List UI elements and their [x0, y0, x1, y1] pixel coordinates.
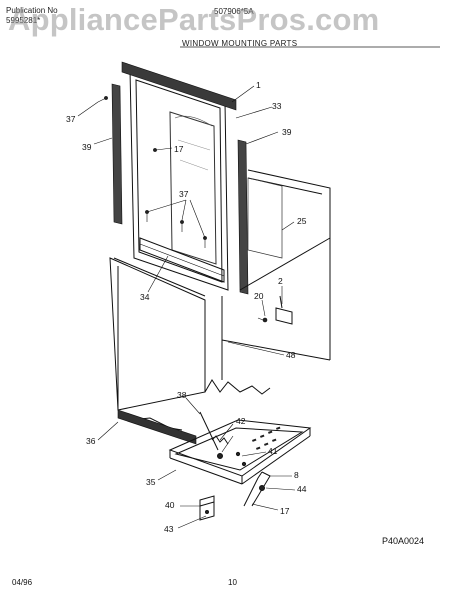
- callout-43: 43: [164, 524, 174, 534]
- diagram-code: P40A0024: [382, 536, 425, 546]
- callout-25: 25: [297, 216, 307, 226]
- callout-34: 34: [140, 292, 150, 302]
- callout-17-bottom: 17: [280, 506, 290, 516]
- cabinet-body: [109, 169, 331, 431]
- side-panel-25: [247, 177, 283, 259]
- screws-37: [97, 96, 207, 248]
- callout-44: 44: [297, 484, 307, 494]
- publication-number: 5995281*: [6, 16, 41, 25]
- screw-20: [257, 317, 268, 323]
- callout-39-right: 39: [282, 127, 292, 137]
- leader-lines: [77, 85, 296, 529]
- bracket-40: [199, 495, 215, 521]
- left-gasket-39: [111, 83, 123, 225]
- callout-37-mid: 37: [179, 189, 189, 199]
- callout-37-top: 37: [66, 114, 76, 124]
- callout-41: 41: [268, 446, 278, 456]
- base-slots: [252, 426, 281, 450]
- rod-38: [199, 411, 229, 459]
- right-gasket-39: [237, 139, 249, 295]
- top-gasket-1: [121, 61, 237, 111]
- bracket-2: [275, 295, 293, 325]
- window-frame-33: [129, 69, 229, 291]
- callout-17-top: 17: [174, 144, 184, 154]
- bottom-gasket-36: [117, 409, 197, 445]
- callout-36: 36: [86, 436, 96, 446]
- callout-8: 8: [294, 470, 299, 480]
- footer-date: 04/96: [12, 578, 33, 587]
- callout-1: 1: [256, 80, 261, 90]
- section-title: WINDOW MOUNTING PARTS: [182, 39, 298, 48]
- publication-label: Publication No: [6, 6, 58, 15]
- callout-38: 38: [177, 390, 187, 400]
- callout-20: 20: [254, 291, 264, 301]
- footer-page: 10: [228, 578, 237, 587]
- callout-2: 2: [278, 276, 283, 286]
- callout-40: 40: [165, 500, 175, 510]
- lower-rail-34: [139, 237, 225, 283]
- model-number: 507906*5A: [214, 7, 254, 16]
- callout-42: 42: [236, 416, 246, 426]
- bracket-8: [243, 471, 271, 507]
- callout-48: 48: [286, 350, 296, 360]
- callout-39-left: 39: [82, 142, 92, 152]
- callout-35: 35: [146, 477, 156, 487]
- base-pan-35: [168, 419, 312, 485]
- screws-41: [235, 451, 247, 467]
- callout-33: 33: [272, 101, 282, 111]
